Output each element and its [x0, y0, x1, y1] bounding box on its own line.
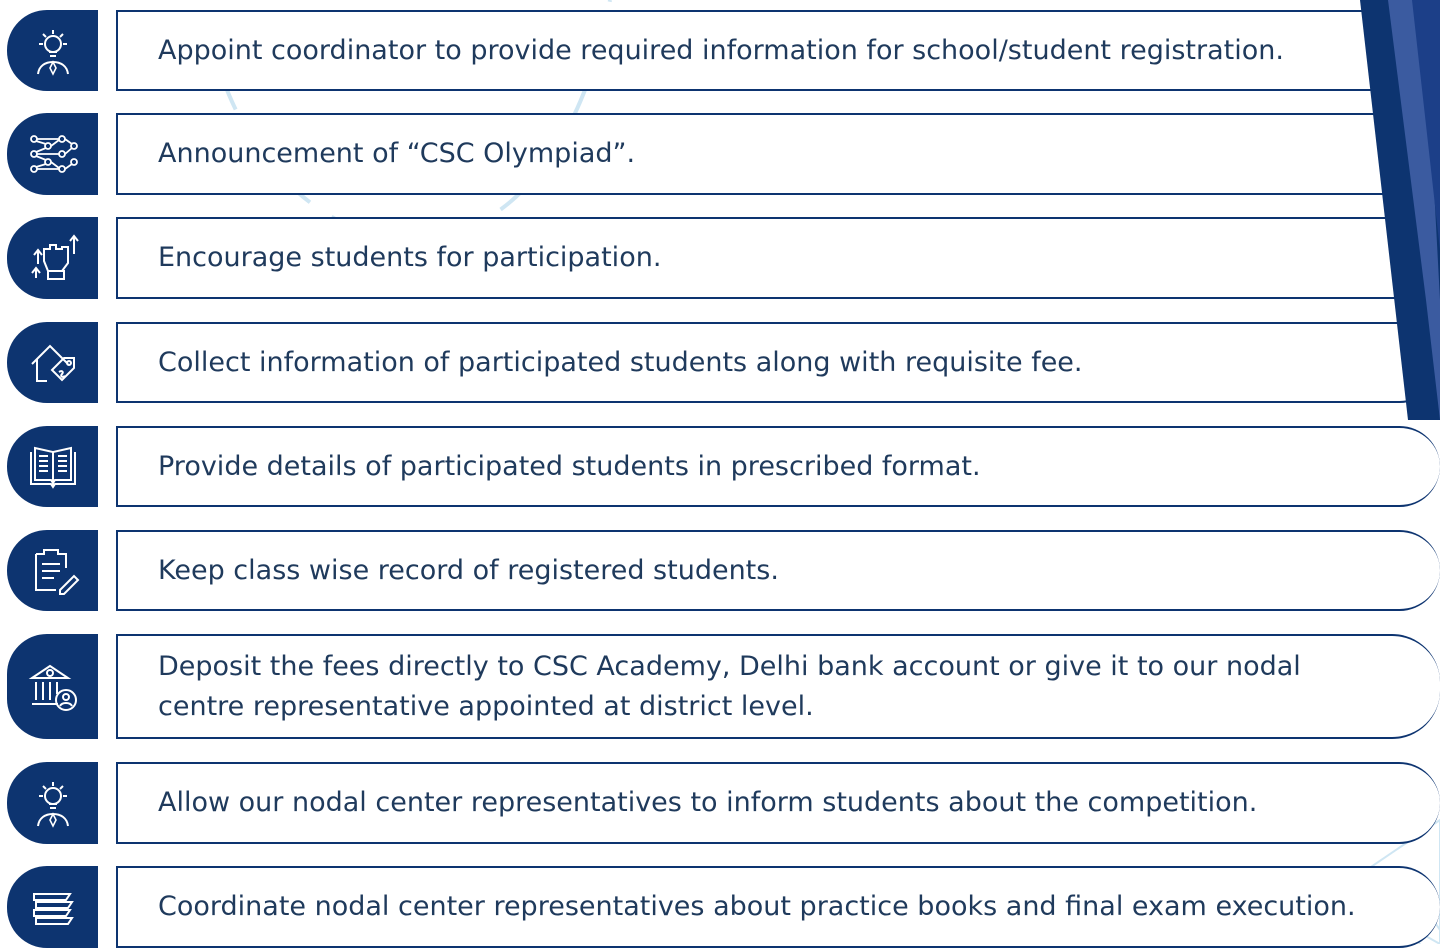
step-icon-tab	[7, 530, 98, 611]
step-text: Appoint coordinator to provide required …	[158, 34, 1284, 66]
step-text-box: Collect information of participated stud…	[116, 322, 1440, 403]
step-row: Appoint coordinator to provide required …	[0, 10, 1440, 91]
house-price-tag-icon	[30, 344, 75, 382]
step-row: Encourage students for participation.	[0, 217, 1440, 299]
bulb-person-icon	[36, 29, 69, 76]
step-text-box: Appoint coordinator to provide required …	[116, 10, 1440, 91]
step-text: Collect information of participated stud…	[158, 346, 1083, 378]
step-icon-tab	[7, 10, 98, 91]
step-row: Provide details of participated students…	[0, 426, 1440, 507]
step-text: Provide details of participated students…	[158, 450, 981, 482]
step-text-box: Encourage students for participation.	[116, 217, 1440, 299]
step-row: Announcement of “CSC Olympiad”.	[0, 113, 1440, 195]
step-row: Deposit the fees directly to CSC Academy…	[0, 634, 1440, 739]
bank-person-icon	[28, 664, 77, 711]
step-text: Deposit the fees directly to CSC Academy…	[158, 650, 1301, 722]
raised-fist-arrows-icon	[30, 234, 79, 280]
side-decorative-panel	[1360, 0, 1440, 420]
step-icon-tab	[7, 113, 98, 195]
step-text: Coordinate nodal center representatives …	[158, 891, 1356, 922]
step-text-box: Provide details of participated students…	[116, 426, 1440, 507]
step-text-box: Coordinate nodal center representatives …	[116, 866, 1440, 948]
step-text-box: Keep class wise record of registered stu…	[116, 530, 1440, 611]
step-text-box: Allow our nodal center representatives t…	[116, 762, 1440, 844]
step-icon-tab	[7, 634, 98, 739]
step-text: Allow our nodal center representatives t…	[158, 787, 1258, 818]
clipboard-pencil-icon	[34, 548, 79, 595]
step-text-box: Announcement of “CSC Olympiad”.	[116, 113, 1440, 195]
step-icon-tab	[7, 866, 98, 948]
step-row: Collect information of participated stud…	[0, 322, 1440, 403]
open-book-icon	[29, 446, 76, 489]
step-text: Keep class wise record of registered stu…	[158, 554, 779, 586]
step-text: Announcement of “CSC Olympiad”.	[158, 138, 636, 169]
step-text: Encourage students for participation.	[158, 242, 662, 273]
network-nodes-icon	[29, 135, 78, 173]
step-row: Allow our nodal center representatives t…	[0, 762, 1440, 844]
step-row: Keep class wise record of registered stu…	[0, 530, 1440, 611]
step-icon-tab	[7, 426, 98, 507]
step-text-box: Deposit the fees directly to CSC Academy…	[116, 634, 1440, 739]
step-row: Coordinate nodal center representatives …	[0, 866, 1440, 948]
stacked-books-icon	[32, 893, 74, 925]
step-icon-tab	[7, 217, 98, 299]
bulb-person-icon	[36, 782, 69, 828]
step-icon-tab	[7, 322, 98, 403]
step-icon-tab	[7, 762, 98, 844]
